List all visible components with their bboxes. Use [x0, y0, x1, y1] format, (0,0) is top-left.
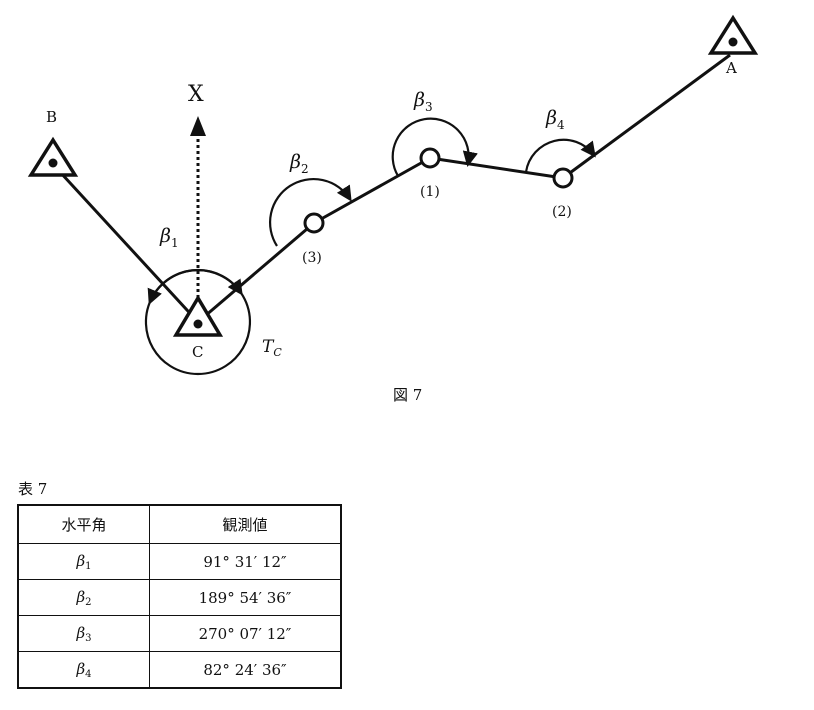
point-1-label: (1) [420, 184, 440, 200]
traverse-diagram: X B C A (3) (1) (2) β1 β2 β3 β4 TC [27, 14, 759, 376]
angle-symbol-cell: β3 [17, 615, 150, 652]
angle-symbol-cell: β1 [17, 543, 150, 580]
angle-arcs [144, 117, 596, 376]
observation-table: 水平角 観測値 β1 91° 31′ 12″ β2 189° 54′ 36″ β… [17, 504, 342, 689]
point-3-marker [303, 212, 325, 234]
beta4-arc [524, 138, 596, 173]
north-arrow-head [190, 116, 206, 136]
header-horizontal-angle: 水平角 [17, 504, 150, 544]
header-observed-value: 観測値 [149, 504, 342, 544]
observed-value-cell: 91° 31′ 12″ [149, 543, 342, 580]
station-b [27, 136, 79, 177]
angle-symbol: β [76, 623, 86, 642]
table-caption: 表 7 [18, 480, 48, 498]
observed-value-cell: 189° 54′ 36″ [149, 579, 342, 616]
point-2-label: (2) [552, 204, 572, 220]
station-b-label: B [46, 108, 57, 126]
table-row: β2 189° 54′ 36″ [17, 579, 342, 616]
angle-subscript: 4 [85, 668, 92, 680]
table-row: β4 82° 24′ 36″ [17, 651, 342, 689]
line-2-a [562, 53, 731, 180]
point-1-marker [419, 147, 441, 169]
angle-symbol-cell: β4 [17, 651, 150, 689]
station-a-label: A [725, 59, 737, 77]
beta3-arc [391, 117, 478, 177]
beta4-label: β4 [545, 107, 565, 132]
traverse-lines [58, 53, 731, 324]
station-c [172, 294, 224, 337]
beta1-label: β1 [159, 225, 179, 250]
angle-symbol: β [76, 659, 86, 678]
point-3-label: (3) [302, 250, 322, 266]
bearing-tc-label: TC [262, 337, 282, 359]
figure-caption: 図 7 [393, 386, 423, 404]
observed-value-cell: 270° 07′ 12″ [149, 615, 342, 652]
table-row: β3 270° 07′ 12″ [17, 615, 342, 652]
north-axis-label: X [188, 82, 204, 107]
beta3-label: β3 [413, 89, 433, 114]
point-2-marker [552, 167, 574, 189]
line-1-2 [429, 156, 564, 180]
beta1-arc [147, 269, 243, 305]
station-a [707, 14, 759, 55]
line-c-3 [197, 221, 315, 324]
table-header-row: 水平角 観測値 [17, 504, 342, 544]
angle-symbol: β [76, 587, 86, 606]
angle-symbol-cell: β2 [17, 579, 150, 616]
angle-subscript: 3 [85, 632, 92, 644]
line-3-1 [313, 156, 431, 225]
angle-subscript: 2 [85, 596, 92, 608]
table-row: β1 91° 31′ 12″ [17, 543, 342, 580]
angle-symbol: β [76, 551, 86, 570]
observed-value-cell: 82° 24′ 36″ [149, 651, 342, 689]
angle-subscript: 1 [85, 560, 92, 572]
beta2-label: β2 [289, 151, 309, 176]
station-c-label: C [192, 343, 203, 361]
beta2-arc [269, 177, 352, 247]
